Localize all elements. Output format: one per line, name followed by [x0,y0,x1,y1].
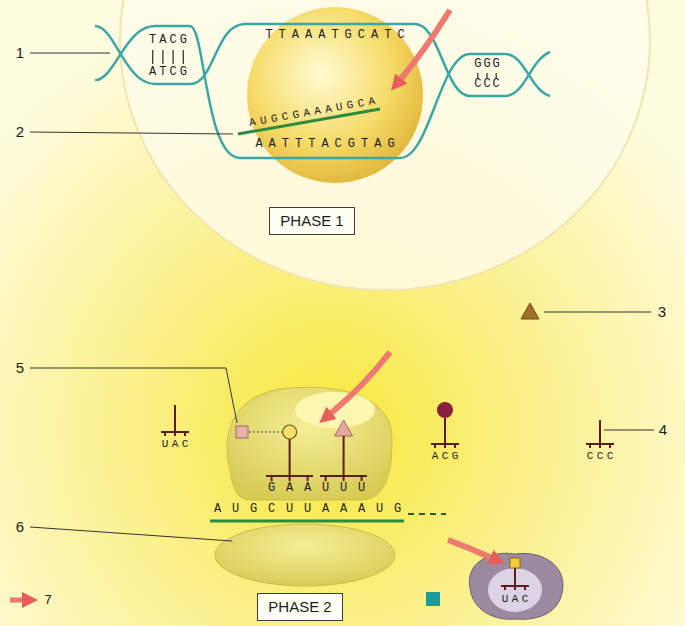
trna-tick [361,476,363,481]
amino-acid [510,558,520,568]
trna-tick [164,432,166,436]
enzyme [469,553,563,619]
leader-line [30,368,237,423]
trna [586,420,614,448]
trna-tick [289,476,291,481]
amino-acid [236,426,248,438]
trna-tick [444,444,446,448]
trna-tick [184,432,186,436]
trna-tick [325,476,327,481]
rung [162,50,163,64]
mrna-continues [408,513,446,515]
base-sequence: CCC [472,78,502,92]
anticodon: UAC [158,438,191,451]
phase-box: PHASE 1 [269,207,354,234]
callout-number: 4 [659,421,667,438]
rung [173,50,174,64]
trna-stem [599,420,601,444]
anticodon: ACG [428,450,461,463]
leader-line [30,132,233,134]
trna-stem [514,568,516,586]
polymerase [247,7,423,183]
callout-number: 5 [16,359,24,376]
trna-stem [343,436,345,476]
base-sequence: AATTTACGTAG [249,138,400,152]
trna [266,436,367,481]
trna-tick [343,476,345,481]
trna-stem [289,439,291,476]
rung [152,50,153,64]
trna [501,568,529,590]
base-sequence: ATCG [146,66,190,80]
base-sequence: TACG [146,34,190,48]
callout-number: 2 [16,123,24,140]
amino-acid [283,425,297,439]
trna-tick [307,476,309,481]
trna-tick [454,444,456,448]
callout-number: 3 [658,303,666,320]
rung [183,50,184,64]
peptide-bond [249,431,282,433]
trna-tick [271,476,273,481]
amino-acid [521,303,539,319]
leader-line [544,312,651,313]
trna-stem [444,418,446,444]
trna-tick [609,444,611,448]
trna-tick [514,586,516,590]
ribosome-small-subunit [215,524,395,586]
trna [431,418,459,448]
phase-title: PHASE 2 [268,598,331,615]
trna-tick [504,586,506,590]
leader-line [604,430,654,431]
phase-title: PHASE 1 [280,212,343,229]
ribosome-large-subunit [227,387,392,500]
red-arrow-icon [10,598,24,603]
base-sequence: TTAAATGCATC [259,29,410,43]
amino-acid [437,402,453,418]
dna-strand [95,26,550,158]
base-pair-rungs [153,50,497,78]
trna-tick [174,432,176,436]
anticodon: CCC [583,450,616,463]
red-arrow [400,10,450,80]
red-arrow [448,540,492,558]
amino-acid [426,592,440,606]
callout-number: 6 [16,518,24,535]
trna-tick [524,586,526,590]
phase-box: PHASE 2 [257,593,342,620]
trna-tick [434,444,436,448]
anticodon: UAC [498,593,531,606]
anticodon: GAA [257,482,322,496]
trna-tick [589,444,591,448]
amino-acid [335,420,353,436]
dna-strand [95,24,550,96]
mrna-strand [210,520,404,523]
callout-number: 1 [16,44,24,61]
trna-tick [599,444,601,448]
trna-stem [174,405,176,432]
callout-number: 7 [44,593,51,608]
leader-line [30,53,110,54]
leader-line [30,527,232,541]
red-arrow [330,352,390,414]
base-sequence: GGG [472,58,502,72]
enzyme-site [488,568,542,612]
anticodon: UUU [311,482,376,496]
mrna-sequence: AUGCUUAAAUG [203,503,412,517]
trna [161,405,189,436]
